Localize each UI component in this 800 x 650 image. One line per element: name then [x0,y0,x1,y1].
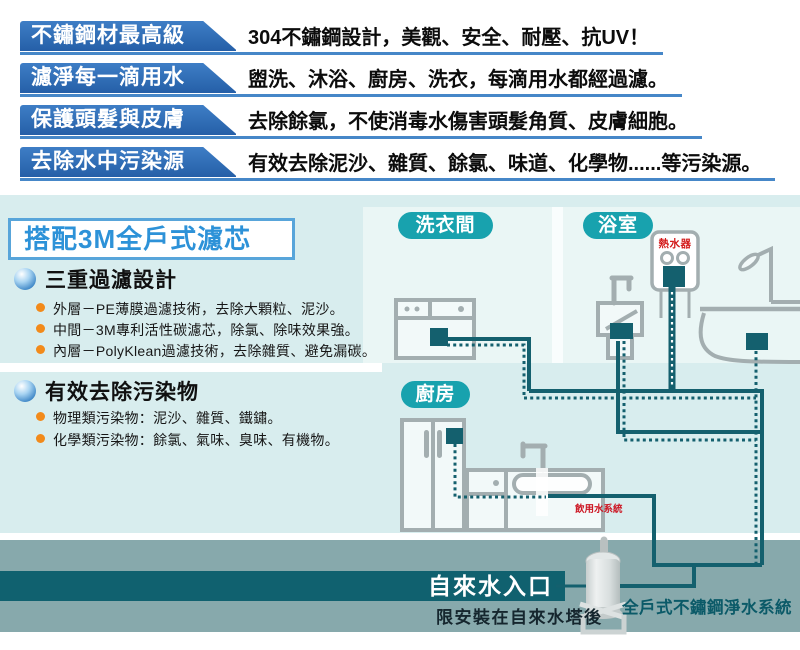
plumbing-diagram [394,230,800,635]
section-heading-text: 有效去除污染物 [45,381,199,404]
water-heater-label: 熱水器 [658,238,692,250]
drinking-water-label: 飲用水系統 [575,504,623,515]
section-divider [0,363,382,372]
list-item: 物理類污染物：泥沙、雜質、鐵鏽。 [36,408,282,428]
feature-desc: 盥洗、沐浴、廚房、洗衣，每滴用水都經過濾。 [248,69,668,91]
room-label-kitchen: 廚房 [401,381,470,408]
section-heading: 有效去除污染物 [14,376,199,406]
feature-badge: 濾淨每一滴用水 [20,63,196,93]
section-heading: 三重過濾設計 [14,264,177,294]
bathtub [698,306,800,364]
water-drop-icon [14,380,36,402]
feature-desc: 304不鏽鋼設計，美觀、安全、耐壓、抗UV！ [248,27,650,49]
feature-desc: 有效去除泥沙、雜質、餘氯、味道、化學物......等污染源。 [248,153,762,175]
feature-badge: 不鏽鋼材最高級 [20,21,196,51]
pipe-network [447,287,764,588]
water-stream [536,468,548,516]
washing-machine [394,298,476,360]
filter-unit [579,536,627,635]
room-label-bathroom: 浴室 [583,212,653,239]
feature-row: 去除水中污染源 有效去除泥沙、雜質、餘氯、味道、化學物......等污染源。 [20,146,776,181]
panel-divider [552,207,563,363]
filter-title: 搭配3M全戶式濾芯 [8,218,295,260]
water-drop-icon [14,268,36,290]
feature-badge: 保護頭髮與皮膚 [20,105,196,135]
section-heading-text: 三重過濾設計 [45,269,177,292]
feature-row: 不鏽鋼材最高級 304不鏽鋼設計，美觀、安全、耐壓、抗UV！ [20,20,664,55]
list-item: 內層－PolyKlean過濾技術，去除雜質、避免漏碳。 [36,341,376,361]
feature-desc: 去除餘氯，不使消毒水傷害頭髮角質、皮膚細胞。 [248,111,688,133]
install-note: 限安裝在自來水塔後 [436,608,603,627]
feature-row: 濾淨每一滴用水 盥洗、沐浴、廚房、洗衣，每滴用水都經過濾。 [20,62,682,97]
feature-badge: 去除水中污染源 [20,147,196,177]
list-item: 中間－3M專利活性碳濾芯，除氯、除味效果強。 [36,320,359,340]
water-inlet-label: 自來水入口 [0,571,565,601]
system-name-label: 全戶式不鏽鋼淨水系統 [622,599,792,617]
feature-row: 保護頭髮與皮膚 去除餘氯，不使消毒水傷害頭髮角質、皮膚細胞。 [20,104,702,139]
room-label-laundry: 洗衣間 [398,212,493,239]
kitchen-sink-counter [465,441,605,532]
shower-head [738,245,800,304]
pipe-connectors [430,266,768,444]
list-item: 化學類污染物：餘氯、氣味、臭味、有機物。 [36,430,339,450]
list-item: 外層－PE薄膜過濾技術，去除大顆粒、泥沙。 [36,299,344,319]
